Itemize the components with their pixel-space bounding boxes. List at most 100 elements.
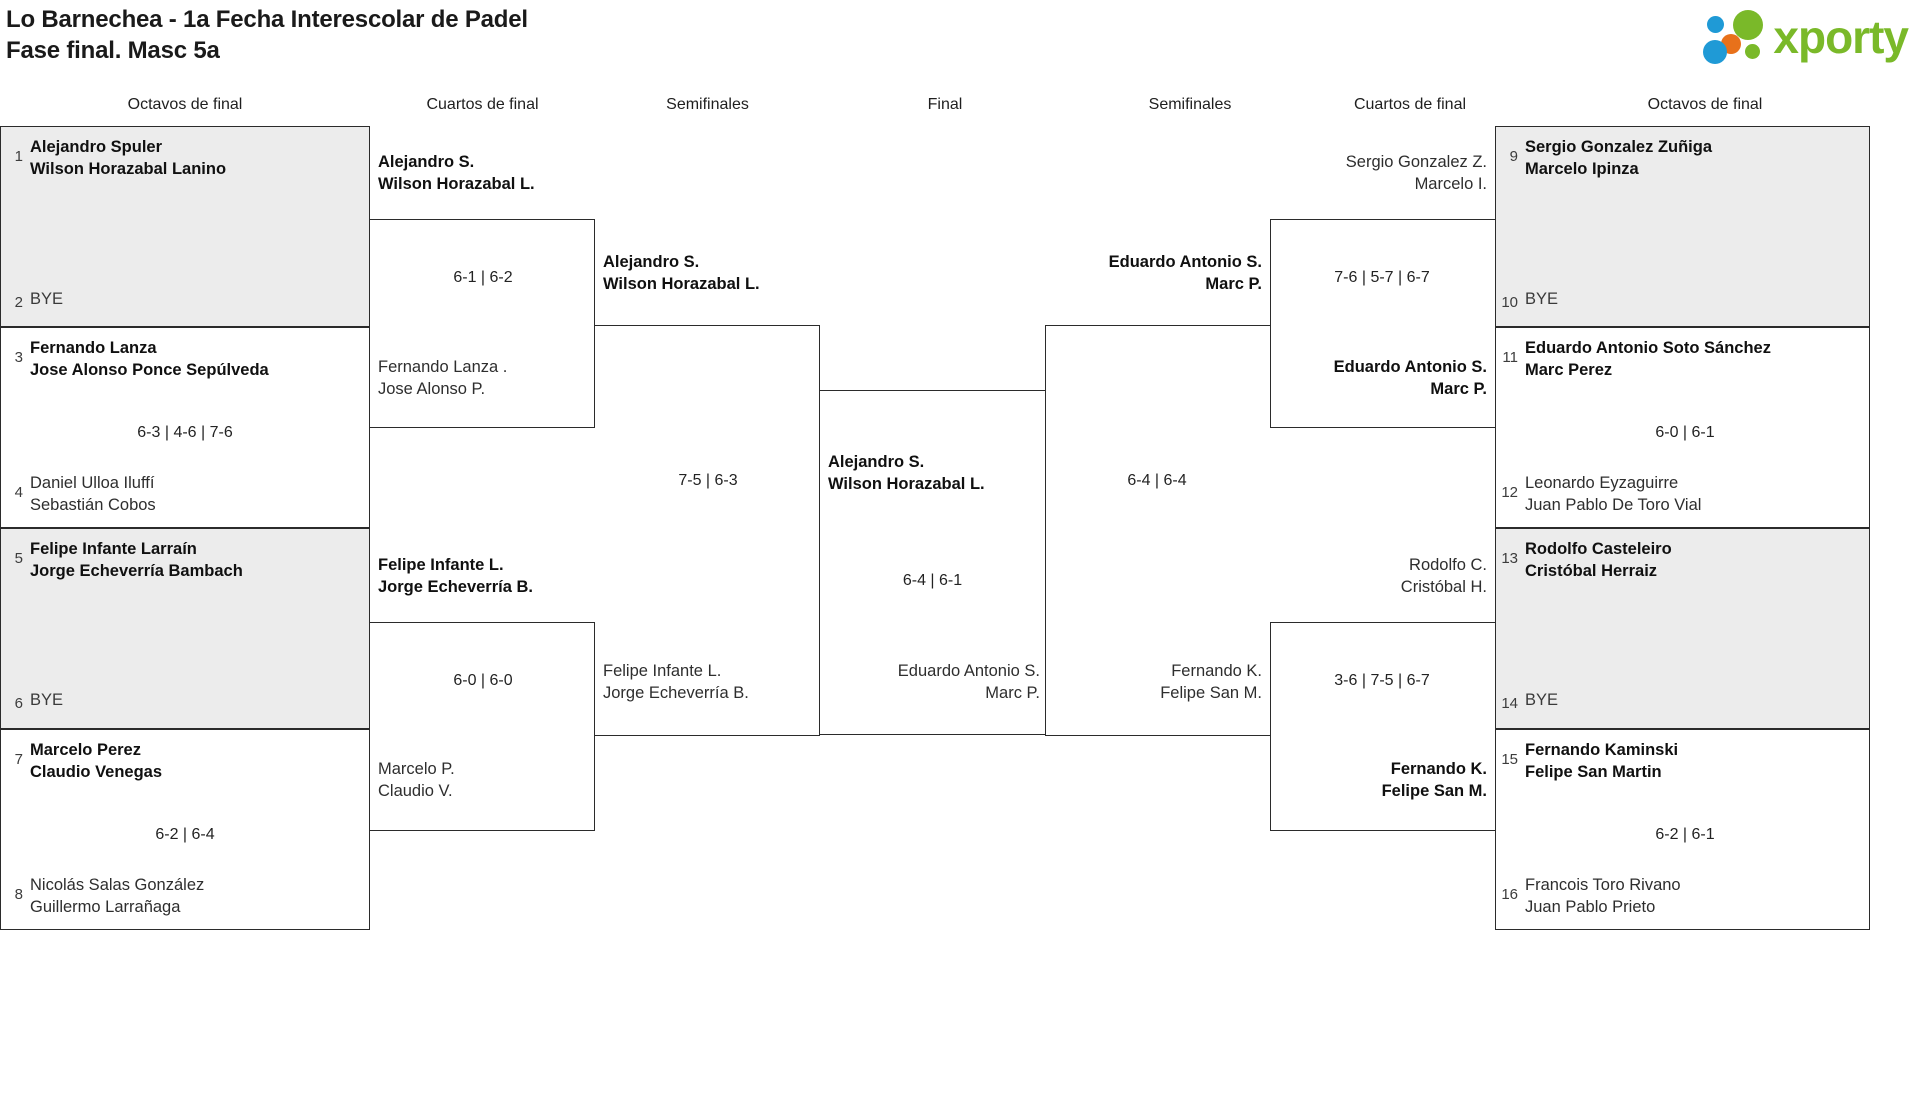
seed-number: 11 [1502,349,1518,366]
loser-entry-qf-l1-bottom[interactable]: Fernando Lanza .Jose Alonso P. [378,357,507,400]
score-qf-r2: 3-6 | 7-5 | 6-7 [1334,672,1430,689]
match-box-r16-r1[interactable] [1495,126,1870,327]
match-box-r16-r4[interactable] [1495,729,1870,930]
score-qf-l1: 6-1 | 6-2 [453,269,513,286]
score-qf-l2: 6-0 | 6-0 [453,672,513,689]
player-names: Alejandro S.Wilson Horazabal L. [828,453,985,493]
winner-entry-sf-r-top[interactable]: Eduardo Antonio S.Marc P. [1047,252,1262,295]
player-names: Alejandro S.Wilson Horazabal L. [603,253,760,293]
seed-number: 7 [14,751,23,768]
seed-number: 9 [1509,148,1518,165]
seed-number: 5 [14,550,23,567]
seed-number: 3 [14,349,23,366]
loser-entry-qf-r2-top[interactable]: Rodolfo C.Cristóbal H. [1272,555,1487,598]
match-box-qf-l2[interactable] [370,622,595,831]
player-names: Eduardo Antonio S.Marc P. [1108,253,1262,293]
player-names: Rodolfo C.Cristóbal H. [1400,556,1487,596]
player-names: Eduardo Antonio S.Marc P. [897,662,1040,702]
player-names: Felipe Infante L.Jorge Echeverría B. [378,556,533,596]
score-qf-r1: 7-6 | 5-7 | 6-7 [1334,269,1430,286]
player-entry-seed-6[interactable]: 6 BYE [6,684,63,715]
winner-entry-qf-l1-top[interactable]: Alejandro S.Wilson Horazabal L. [378,152,535,195]
match-box-qf-l1[interactable] [370,219,595,428]
player-entry-seed-10[interactable]: 10 BYE [1501,283,1558,314]
player-names: Fernando Lanza .Jose Alonso P. [378,358,508,398]
score-r16-r4: 6-2 | 6-1 [1655,826,1715,843]
match-box-r16-l2[interactable] [0,327,370,528]
player-names: Sergio Gonzalez Z.Marcelo I. [1345,153,1487,193]
round-header-semis-left: Semifinales [666,96,749,113]
seed-number: 14 [1501,695,1518,712]
loser-entry-sf-r-bottom[interactable]: Fernando K.Felipe San M. [1047,661,1262,704]
winner-entry-qf-r2-bottom[interactable]: Fernando K.Felipe San M. [1272,759,1487,802]
match-box-sf-r1[interactable] [1045,325,1270,736]
match-box-final[interactable] [820,390,1048,735]
player-names: Alejandro S.Wilson Horazabal L. [378,153,535,193]
match-box-sf-l1[interactable] [595,325,820,736]
winner-entry-qf-l2-top[interactable]: Felipe Infante L.Jorge Echeverría B. [378,555,533,598]
player-names: Marcelo P.Claudio V. [378,760,455,800]
match-box-r16-r2[interactable] [1495,327,1870,528]
seed-number: 2 [14,294,23,311]
score-final: 6-4 | 6-1 [902,572,963,589]
player-entry-seed-2[interactable]: 2 BYE [6,283,63,314]
round-header-semis-right: Semifinales [1148,96,1232,113]
player-names: Fernando K.Felipe San M. [1160,662,1262,702]
seed-number: 15 [1501,751,1518,768]
bye-label: BYE [1525,691,1559,709]
match-box-r16-l1[interactable] [0,126,370,327]
loser-entry-qf-r1-top[interactable]: Sergio Gonzalez Z.Marcelo I. [1272,152,1487,195]
seed-number: 10 [1501,294,1518,311]
match-box-qf-r1[interactable] [1270,219,1495,428]
score-r16-l4: 6-2 | 6-4 [155,826,215,843]
seed-number: 6 [14,695,23,712]
match-box-r16-r3[interactable] [1495,528,1870,729]
loser-entry-qf-l2-bottom[interactable]: Marcelo P.Claudio V. [378,759,455,802]
round-header-cuartos-left: Cuartos de final [426,96,539,113]
bye-label: BYE [30,290,64,308]
score-sf-r: 6-4 | 6-4 [1127,472,1187,489]
round-header-cuartos-right: Cuartos de final [1353,96,1467,113]
winner-entry-qf-r1-bottom[interactable]: Eduardo Antonio S.Marc P. [1272,357,1487,400]
match-box-r16-l4[interactable] [0,729,370,930]
winner-entry-sf-l-top[interactable]: Alejandro S.Wilson Horazabal L. [603,252,760,295]
seed-number: 1 [14,148,23,165]
xporty-logo[interactable]: xporty [1703,6,1909,68]
score-r16-l2: 6-3 | 4-6 | 7-6 [137,424,233,441]
seed-number: 13 [1501,550,1518,567]
player-names: Felipe Infante L.Jorge Echeverría B. [603,662,749,702]
logo-dots-icon [1703,8,1765,66]
match-box-qf-r2[interactable] [1270,622,1495,831]
tournament-title: Lo Barnechea - 1a Fecha Interescolar de … [6,6,528,33]
loser-entry-sf-l-bottom[interactable]: Felipe Infante L.Jorge Echeverría B. [603,661,749,704]
loser-entry-final-bottom[interactable]: Eduardo Antonio S.Marc P. [828,661,1040,704]
player-entry-seed-14[interactable]: 14 BYE [1501,684,1558,715]
score-sf-l: 7-5 | 6-3 [678,472,738,489]
winner-entry-final-top[interactable]: Alejandro S.Wilson Horazabal L. [828,452,985,495]
score-r16-r2: 6-0 | 6-1 [1655,424,1715,441]
player-names: Eduardo Antonio S.Marc P. [1333,358,1487,398]
page-title: Lo Barnechea - 1a Fecha Interescolar de … [6,4,528,66]
match-box-r16-l3[interactable] [0,528,370,729]
